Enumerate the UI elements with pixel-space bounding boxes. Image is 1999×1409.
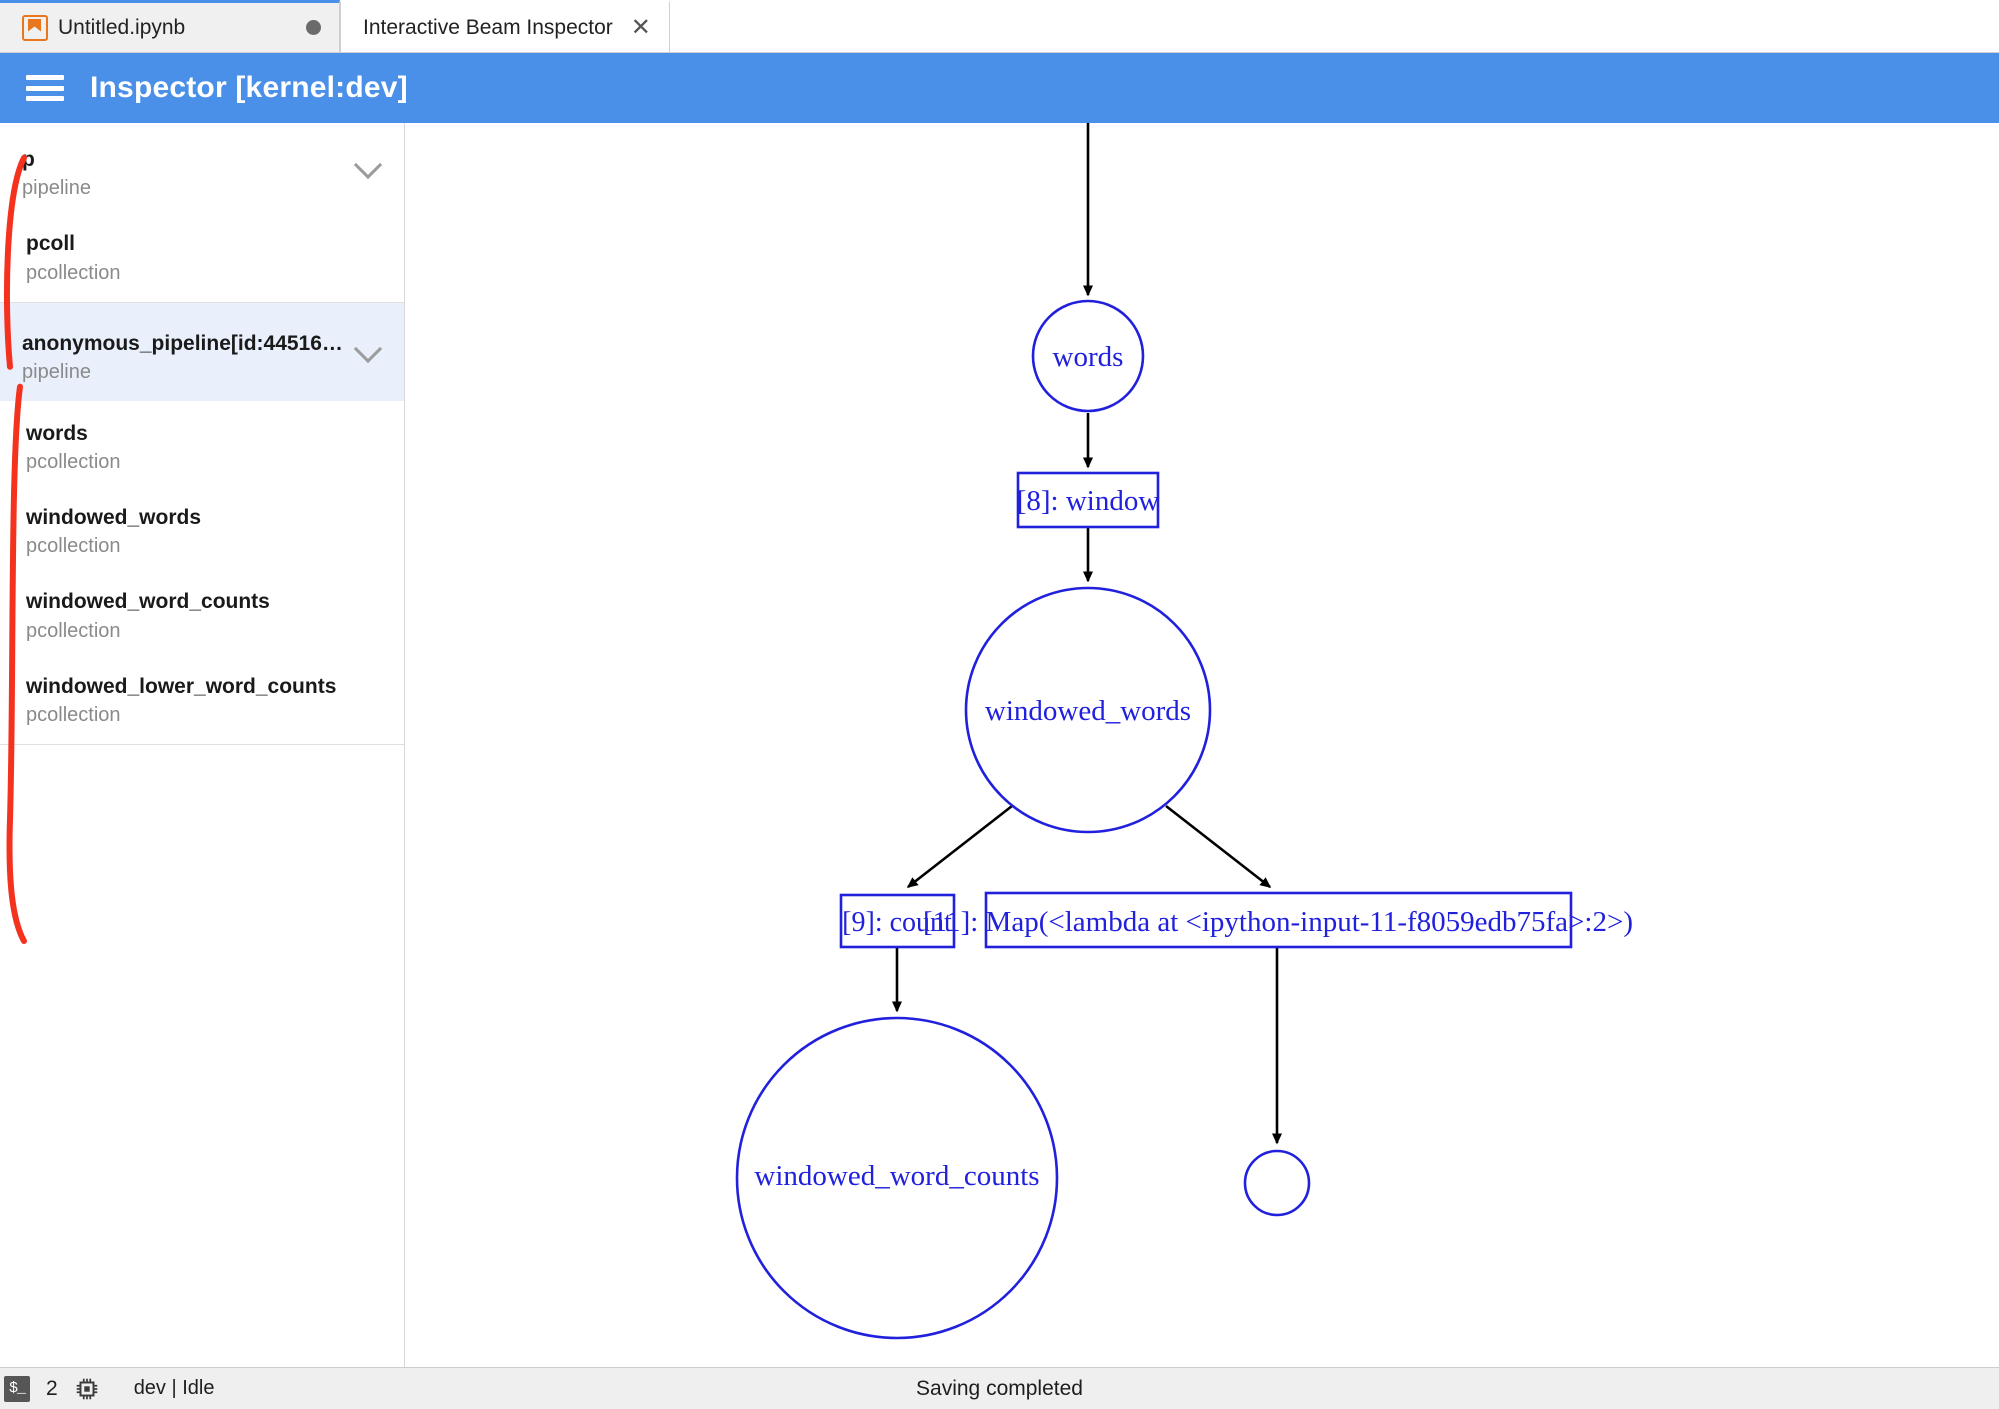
sidebar-item-type: pcollection bbox=[26, 535, 121, 558]
status-left: $_ 2 dev | Idle bbox=[0, 1375, 215, 1402]
pipeline-graph-canvas[interactable]: words [8]: window windowed_words [9]: co… bbox=[405, 123, 1999, 1367]
inspector-sidebar[interactable]: p pipeline pcoll pcollection anonymous_p… bbox=[0, 123, 405, 1367]
node-windowed-word-counts[interactable] bbox=[735, 1016, 1059, 1340]
status-message: Saving completed bbox=[916, 1376, 1083, 1400]
graph-nodes bbox=[735, 299, 1573, 1340]
node-count[interactable] bbox=[839, 893, 956, 949]
node-label-map: [11]: Map(<lambda at <ipython-input-11-f… bbox=[923, 906, 1633, 938]
inspector-body: p pipeline pcoll pcollection anonymous_p… bbox=[0, 123, 1999, 1367]
node-label-windowed-word-counts: windowed_word_counts bbox=[754, 1160, 1039, 1192]
node-map[interactable] bbox=[984, 891, 1573, 949]
status-bar: $_ 2 dev | Idle Saving completed bbox=[0, 1367, 1999, 1409]
graph-edges bbox=[892, 123, 1282, 1145]
sidebar-group-p: p pipeline pcoll pcollection bbox=[0, 123, 404, 303]
terminal-count: 2 bbox=[46, 1376, 58, 1400]
sidebar-item-name: windowed_word_counts bbox=[26, 590, 270, 614]
node-label-windowed-words: windowed_words bbox=[985, 695, 1191, 727]
tab-label: Interactive Beam Inspector bbox=[363, 15, 613, 39]
sidebar-item-words[interactable]: words pcollection bbox=[0, 401, 404, 491]
kernel-status[interactable]: dev | Idle bbox=[133, 1377, 215, 1399]
tab-label: Untitled.ipynb bbox=[58, 15, 186, 39]
sidebar-item-windowed-words[interactable]: windowed_words pcollection bbox=[0, 491, 404, 575]
sidebar-item-name: windowed_lower_word_counts bbox=[26, 674, 337, 698]
sidebar-item-type: pcollection bbox=[26, 619, 121, 642]
sidebar-item-type: pcollection bbox=[26, 451, 121, 473]
hamburger-icon[interactable] bbox=[26, 75, 64, 101]
node-windowed-words[interactable] bbox=[964, 586, 1212, 834]
terminal-icon[interactable]: $_ bbox=[4, 1375, 30, 1402]
page-title: Inspector [kernel:dev] bbox=[90, 71, 408, 104]
sidebar-item-type: pcollection bbox=[26, 703, 121, 726]
close-icon[interactable]: ✕ bbox=[630, 13, 651, 41]
sidebar-item-type: pipeline bbox=[22, 360, 91, 383]
pipeline-graph: words [8]: window windowed_words [9]: co… bbox=[735, 123, 1633, 1340]
inspector-header: Inspector [kernel:dev] bbox=[0, 53, 1999, 123]
node-words[interactable] bbox=[1031, 299, 1145, 413]
chevron-down-icon[interactable] bbox=[353, 150, 383, 180]
sidebar-item-name: pcoll bbox=[26, 232, 76, 256]
node-label-window: [8]: window bbox=[1017, 485, 1160, 517]
node-label-words: words bbox=[1053, 341, 1124, 373]
sidebar-item-p[interactable]: p pipeline bbox=[0, 123, 404, 217]
node-unnamed[interactable] bbox=[1243, 1149, 1311, 1217]
sidebar-item-name: anonymous_pipeline[id:44516… bbox=[22, 331, 343, 355]
sidebar-item-pcoll[interactable]: pcoll pcollection bbox=[0, 217, 404, 301]
tab-interactive-beam-inspector[interactable]: Interactive Beam Inspector ✕ bbox=[340, 0, 670, 52]
sidebar-item-name: words bbox=[26, 421, 88, 445]
tab-bar: Untitled.ipynb Interactive Beam Inspecto… bbox=[0, 0, 1999, 53]
notebook-icon bbox=[22, 14, 48, 41]
sidebar-group-anonymous-pipeline: anonymous_pipeline[id:44516… pipeline wo… bbox=[0, 302, 404, 745]
graph-node-labels: words [8]: window windowed_words [9]: co… bbox=[754, 341, 1633, 1192]
sidebar-item-windowed-lower-word-counts[interactable]: windowed_lower_word_counts pcollection bbox=[0, 660, 404, 744]
chip-icon[interactable] bbox=[74, 1376, 100, 1402]
unsaved-dot-icon[interactable] bbox=[306, 20, 321, 35]
sidebar-item-name: p bbox=[22, 148, 35, 171]
node-label-count: [9]: count bbox=[842, 907, 952, 938]
sidebar-item-type: pcollection bbox=[26, 261, 121, 284]
chevron-down-icon[interactable] bbox=[353, 334, 383, 363]
sidebar-item-windowed-word-counts[interactable]: windowed_word_counts pcollection bbox=[0, 575, 404, 659]
sidebar-item-anonymous-pipeline[interactable]: anonymous_pipeline[id:44516… pipeline bbox=[0, 302, 404, 401]
edge-windowed-words-map bbox=[1165, 804, 1272, 889]
sidebar-item-type: pipeline bbox=[22, 177, 91, 200]
tab-untitled-ipynb[interactable]: Untitled.ipynb bbox=[0, 0, 340, 52]
sidebar-item-name: windowed_words bbox=[26, 506, 202, 529]
edge-windowed-words-count bbox=[906, 804, 1013, 889]
node-window[interactable] bbox=[1016, 471, 1160, 529]
